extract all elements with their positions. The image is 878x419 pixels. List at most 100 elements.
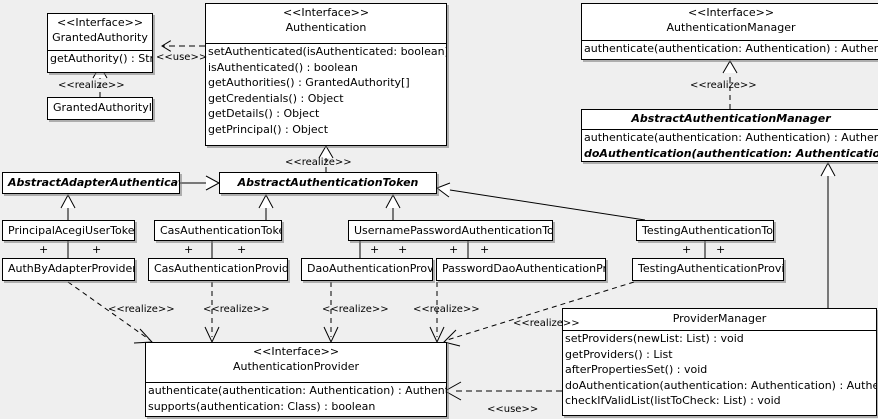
assoc-plus-marker: + [398, 243, 408, 256]
class-auth-by-adapter-provider[interactable]: AuthByAdapterProvider [2, 258, 135, 281]
edge-label-realize-cas: <<realize>> [203, 304, 270, 315]
edge-label-use-bottom-right: <<use>> [487, 404, 539, 415]
class-members: setAuthenticated(isAuthenticated: boolea… [206, 44, 446, 137]
class-name: UsernamePasswordAuthenticationToken [354, 224, 553, 237]
member-row: authenticate(authentication: Authenticat… [148, 384, 447, 397]
class-name: ProviderManager [672, 312, 767, 325]
class-members: authenticate(authentication: Authenticat… [146, 383, 446, 414]
edge-use-providermanager-authenticationprovider [443, 381, 562, 401]
assoc-plus-marker: + [92, 243, 102, 256]
class-authentication[interactable]: <<Interface>> Authentication setAuthenti… [205, 3, 447, 146]
class-members: getAuthority() : String [48, 51, 152, 67]
member-row: doAuthentication(authentication: Authent… [584, 146, 878, 160]
class-header: GrantedAuthorityImpl [48, 98, 152, 117]
class-header: CasAuthenticationProvider [149, 259, 287, 278]
edge-label-realize-dao: <<realize>> [322, 304, 389, 315]
edge-generalize-castoken [258, 193, 274, 220]
class-name: AbstractAuthenticationToken [237, 176, 419, 189]
class-header: TestingAuthenticationToken [637, 221, 773, 240]
edge-generalize-principalacegitoken [60, 193, 76, 220]
edge-label-realize-passworddao: <<realize>> [413, 304, 480, 315]
assoc-plus-marker: + [480, 243, 490, 256]
member-row: getAuthority() : String [50, 52, 153, 65]
class-members: authenticate(authentication: Authenticat… [582, 41, 878, 57]
member-row: authenticate(authentication: Authenticat… [584, 42, 878, 55]
member-row: isAuthenticated() : boolean [208, 60, 358, 74]
class-testing-authentication-provider[interactable]: TestingAuthenticationProvider [632, 258, 784, 281]
class-principal-acegi-user-token[interactable]: PrincipalAcegiUserToken [2, 220, 135, 241]
class-abstract-authentication-token[interactable]: AbstractAuthenticationToken [219, 172, 437, 194]
assoc-plus-marker: + [184, 243, 194, 256]
member-row: setAuthenticated(isAuthenticated: boolea… [208, 45, 447, 58]
class-cas-authentication-token[interactable]: CasAuthenticationToken [154, 220, 282, 241]
assoc-plus-marker: + [370, 243, 380, 256]
edge-label-realize-granted-authority: <<realize>> [58, 80, 125, 91]
class-name: CasAuthenticationToken [160, 224, 282, 237]
stereotype-label: <<Interface>> [252, 345, 340, 358]
class-header: DaoAuthenticationProvider [302, 259, 432, 278]
class-authentication-manager[interactable]: <<Interface>> AuthenticationManager auth… [581, 3, 878, 60]
class-header: UsernamePasswordAuthenticationToken [349, 221, 552, 240]
class-abstract-adapter-authentication-token[interactable]: AbstractAdapterAuthenticationToken [2, 172, 180, 194]
class-dao-authentication-provider[interactable]: DaoAuthenticationProvider [301, 258, 433, 281]
member-row: getAuthorities() : GrantedAuthority[] [208, 76, 410, 89]
class-header: AbstractAdapterAuthenticationToken [3, 173, 179, 192]
member-row: getPrincipal() : Object [208, 122, 329, 136]
member-row: getCredentials() : Object [208, 91, 344, 105]
stereotype-label: <<Interface>> [56, 16, 144, 29]
class-testing-authentication-token[interactable]: TestingAuthenticationToken [636, 220, 774, 241]
edge-generalize-providermanager [820, 161, 836, 308]
assoc-plus-marker: + [39, 243, 49, 256]
class-name: AbstractAdapterAuthenticationToken [8, 176, 179, 189]
class-header: <<Interface>> AuthenticationManager [582, 4, 878, 41]
class-name: AuthByAdapterProvider [8, 262, 135, 275]
member-row: doAuthentication(authentication: Authent… [565, 378, 876, 392]
class-password-dao-authentication-provider[interactable]: PasswordDaoAuthenticationProvider [436, 258, 606, 281]
class-header: CasAuthenticationToken [155, 221, 281, 240]
class-members: authenticate(authentication: Authenticat… [582, 130, 878, 161]
edge-label-realize-authentication: <<realize>> [285, 157, 352, 168]
class-header: PasswordDaoAuthenticationProvider [437, 259, 605, 278]
class-header: TestingAuthenticationProvider [633, 259, 783, 278]
assoc-plus-marker: + [716, 243, 726, 256]
class-provider-manager[interactable]: ProviderManager setProviders(newList: Li… [562, 308, 877, 416]
edge-label-realize-authbyadapter: <<realize>> [108, 304, 175, 315]
stereotype-label: <<Interface>> [687, 6, 775, 19]
class-members: setProviders(newList: List) : void getPr… [563, 331, 876, 409]
class-name: TestingAuthenticationToken [642, 224, 774, 237]
class-header: AbstractAuthenticationManager [582, 110, 878, 130]
member-row: authenticate(authentication: Authenticat… [584, 131, 878, 144]
assoc-plus-marker: + [237, 243, 247, 256]
class-header: PrincipalAcegiUserToken [3, 221, 134, 240]
assoc-plus-marker: + [449, 243, 459, 256]
class-header: <<Interface>> Authentication [206, 4, 446, 44]
class-cas-authentication-provider[interactable]: CasAuthenticationProvider [148, 258, 288, 281]
class-authentication-provider[interactable]: <<Interface>> AuthenticationProvider aut… [145, 342, 447, 417]
class-name: PrincipalAcegiUserToken [8, 224, 135, 237]
class-granted-authority[interactable]: <<Interface>> GrantedAuthority getAuthor… [47, 13, 153, 73]
edge-label-realize-auth-manager: <<realize>> [690, 80, 757, 91]
stereotype-label: <<Interface>> [282, 6, 370, 19]
class-abstract-authentication-manager[interactable]: AbstractAuthenticationManager authentica… [581, 109, 878, 162]
class-name: Authentication [285, 21, 367, 34]
class-header: AbstractAuthenticationToken [220, 173, 436, 192]
class-username-password-authentication-token[interactable]: UsernamePasswordAuthenticationToken [348, 220, 553, 241]
class-name: CasAuthenticationProvider [154, 262, 288, 275]
class-header: ProviderManager [563, 309, 876, 331]
edge-label-realize-testing: <<realize>> [513, 318, 580, 329]
member-row: supports(authentication: Class) : boolea… [148, 399, 376, 413]
edge-generalize-testingtoken [435, 182, 646, 221]
member-row: getDetails() : Object [208, 107, 320, 120]
member-row: setProviders(newList: List) : void [565, 332, 744, 345]
class-granted-authority-impl[interactable]: GrantedAuthorityImpl [47, 97, 153, 120]
edge-generalize-abstractadaptertoken [180, 175, 221, 191]
class-header: <<Interface>> AuthenticationProvider [146, 343, 446, 383]
class-name: GrantedAuthorityImpl [53, 101, 152, 114]
class-name: TestingAuthenticationProvider [638, 262, 783, 275]
class-header: AuthByAdapterProvider [3, 259, 134, 278]
member-row: getProviders() : List [565, 347, 673, 361]
class-header: <<Interface>> GrantedAuthority [48, 14, 152, 51]
member-row: afterPropertiesSet() : void [565, 363, 708, 376]
class-name: PasswordDaoAuthenticationProvider [442, 262, 605, 275]
